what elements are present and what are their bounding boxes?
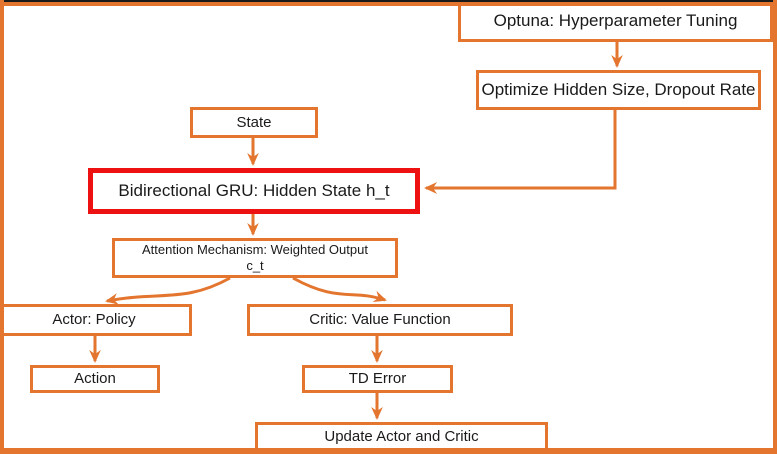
node-action-label: Action xyxy=(74,370,116,387)
node-state-label: State xyxy=(236,113,272,131)
node-critic: Critic: Value Function xyxy=(247,304,513,336)
node-attention: Attention Mechanism: Weighted Output c_t xyxy=(112,238,398,278)
node-gru-label: Bidirectional GRU: Hidden State h_t xyxy=(118,180,390,200)
node-update-label: Update Actor and Critic xyxy=(324,427,479,445)
frame-border-top xyxy=(0,0,777,6)
edge-attention-to-actor xyxy=(105,276,231,305)
node-action: Action xyxy=(30,365,160,393)
node-attention-label-line1: Attention Mechanism: Weighted Output xyxy=(142,242,368,258)
node-gru-highlighted: Bidirectional GRU: Hidden State h_t xyxy=(88,168,420,214)
node-actor-label: Actor: Policy xyxy=(52,311,136,328)
node-optuna-label: Optuna: Hyperparameter Tuning xyxy=(493,10,738,30)
node-optimize-label: Optimize Hidden Size, Dropout Rate xyxy=(481,79,756,99)
node-optimize: Optimize Hidden Size, Dropout Rate xyxy=(476,70,761,110)
node-attention-label-line2: c_t xyxy=(246,258,264,273)
frame-border-right xyxy=(773,0,777,454)
node-optuna: Optuna: Hyperparameter Tuning xyxy=(458,0,773,42)
node-critic-label: Critic: Value Function xyxy=(309,311,451,328)
node-td-error: TD Error xyxy=(302,365,453,393)
node-state: State xyxy=(190,107,318,138)
frame-border-left xyxy=(0,0,4,454)
edge-optimize-to-gru xyxy=(424,110,617,194)
node-update: Update Actor and Critic xyxy=(255,422,548,451)
edge-attention-to-critic xyxy=(292,276,387,302)
frame-border-bottom xyxy=(0,448,777,454)
node-actor: Actor: Policy xyxy=(0,304,192,336)
node-td-error-label: TD Error xyxy=(348,370,407,387)
